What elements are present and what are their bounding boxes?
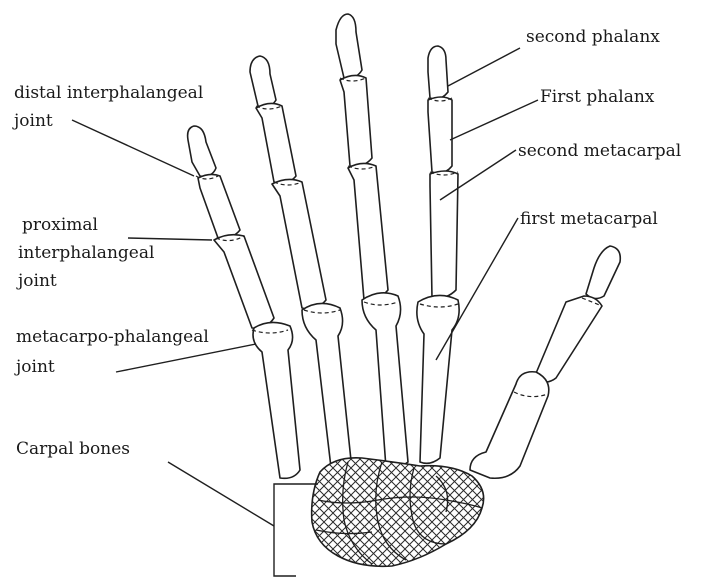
little-metacarpal (253, 322, 300, 478)
label-second-metacarpal: second metacarpal (518, 138, 681, 164)
index-middle-phalanx (428, 97, 452, 173)
index-metacarpal (417, 295, 459, 463)
thumb-distal-phalanx (586, 246, 620, 299)
label-distal-ip-line1: distal interphalangeal (14, 80, 203, 106)
label-proximal-ip-line2: interphalangeal (18, 240, 154, 266)
little-proximal-phalanx (214, 235, 274, 329)
thumb-metacarpal (470, 372, 549, 479)
label-first-phalanx: First phalanx (540, 84, 654, 110)
label-proximal-ip-line1: proximal (22, 212, 98, 238)
leader-distal-ip-joint (72, 120, 194, 176)
middle-proximal-phalanx (348, 163, 388, 300)
leader-second-phalanx (448, 48, 520, 86)
ring-middle-phalanx (256, 103, 296, 183)
thumb-proximal-phalanx (534, 296, 602, 382)
label-mcp-line1: metacarpo-phalangeal (16, 324, 209, 350)
label-first-metacarpal: first metacarpal (520, 206, 658, 232)
little-distal-phalanx (188, 126, 216, 176)
joint-lines (196, 78, 602, 397)
label-distal-ip-line2: joint (14, 108, 53, 134)
middle-middle-phalanx (340, 75, 372, 166)
middle-distal-phalanx (336, 14, 362, 78)
middle-finger (336, 14, 408, 468)
carpal-mass (312, 458, 484, 567)
label-carpal-bones: Carpal bones (16, 436, 130, 462)
leader-first-phalanx (450, 100, 538, 140)
little-middle-phalanx (198, 174, 240, 238)
label-proximal-ip-line3: joint (18, 268, 57, 294)
leader-carpal-bones (168, 462, 274, 526)
label-second-phalanx: second phalanx (526, 24, 660, 50)
label-mcp-line2: joint (16, 354, 55, 380)
index-finger (417, 46, 459, 463)
middle-metacarpal (362, 293, 408, 469)
ring-finger (250, 56, 352, 476)
ring-distal-phalanx (250, 56, 276, 107)
index-distal-phalanx (428, 46, 448, 99)
ring-proximal-phalanx (272, 179, 326, 309)
thumb (470, 246, 620, 478)
ring-metacarpal (302, 303, 352, 476)
carpal-bones (312, 458, 484, 567)
carpal-bracket (274, 484, 318, 576)
